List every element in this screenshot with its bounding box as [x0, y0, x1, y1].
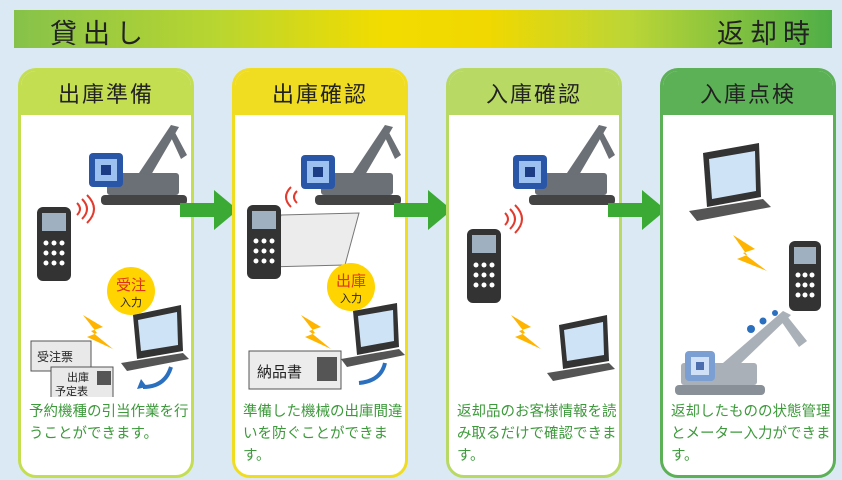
step-description: 返却品のお客様情報を読み取るだけで確認できます。	[457, 404, 617, 464]
signal-dots	[747, 310, 778, 333]
step-illustration	[467, 125, 615, 381]
signal-wave-icon	[285, 186, 298, 208]
bubble-line1: 出庫	[336, 272, 366, 290]
next-step-arrow-icon	[608, 190, 666, 230]
excavator-icon	[101, 125, 187, 205]
lightning-icon	[733, 235, 767, 271]
doc-label: 受注票	[37, 349, 73, 364]
bubble-line1: 受注	[116, 276, 146, 294]
lightning-icon	[83, 315, 113, 349]
lightning-icon	[301, 315, 331, 349]
bubble-line2: 入力	[120, 296, 142, 309]
signal-wave-icon	[504, 204, 523, 234]
step-panel-shipping-prep: 出庫準備 受注 入力	[18, 68, 194, 478]
excavator-icon	[315, 125, 401, 205]
shipping-schedule-doc: 出庫 予定表	[50, 366, 114, 397]
flow-arrow-icon	[358, 362, 387, 385]
laptop-icon	[341, 303, 405, 367]
step-title: 出庫確認	[235, 71, 405, 115]
rfid-tag-icon	[685, 351, 715, 381]
step-illustration: 出庫 入力 納品書	[247, 125, 405, 390]
step-illustration	[675, 143, 821, 395]
invoice-doc: 納品書	[248, 350, 342, 390]
step-title: 入庫確認	[449, 71, 619, 115]
handheld-scanner-icon	[37, 207, 71, 281]
step-description: 予約機種の引当作業を行うことができます。	[29, 404, 189, 442]
header-banner: 貸出し 返却時	[14, 10, 832, 50]
step-title: 出庫準備	[21, 71, 191, 115]
rfid-tag-icon	[301, 155, 335, 189]
step-panel-return-inspection: 入庫点検 返却したものの状態管理とメーター入力ができます。	[660, 68, 836, 478]
banner-right-label: 返却時	[717, 19, 816, 50]
step-illustration: 受注 入力 受注票 出庫 予定表	[30, 125, 189, 397]
step-panel-shipping-check: 出庫確認 出庫 入力	[232, 68, 408, 478]
qr-code-icon	[97, 371, 111, 385]
input-bubble	[327, 263, 375, 311]
step-description: 返却したものの状態管理とメーター入力ができます。	[671, 404, 831, 464]
step-title: 入庫点検	[663, 71, 833, 115]
excavator-icon	[529, 125, 615, 205]
doc-label: 出庫	[67, 370, 89, 384]
step-description: 準備した機械の出庫間違いを防ぐことができます。	[243, 404, 403, 464]
doc-label: 納品書	[257, 363, 302, 381]
banner-left-label: 貸出し	[50, 19, 149, 50]
laptop-icon	[547, 315, 615, 381]
rfid-tag-icon	[89, 153, 123, 187]
doc-label: 予定表	[55, 384, 88, 397]
flow-arrow-icon	[142, 366, 173, 389]
laptop-icon	[121, 305, 189, 371]
rfid-tag-icon	[513, 155, 547, 189]
input-bubble	[107, 267, 155, 315]
bubble-line2: 入力	[340, 292, 362, 305]
order-slip-doc: 受注票	[30, 340, 92, 372]
lightning-icon	[511, 315, 541, 349]
laptop-icon	[689, 143, 771, 221]
next-step-arrow-icon	[394, 190, 452, 230]
next-step-arrow-icon	[180, 190, 238, 230]
handheld-scanner-icon	[247, 205, 281, 279]
signal-wave-icon	[76, 194, 95, 224]
handheld-scanner-icon	[789, 241, 821, 311]
qr-code-icon	[317, 357, 337, 381]
step-panel-return-check: 入庫確認 返却品のお客様情報を読み取るだけで確認できます。	[446, 68, 622, 478]
handheld-scanner-icon	[467, 229, 501, 303]
